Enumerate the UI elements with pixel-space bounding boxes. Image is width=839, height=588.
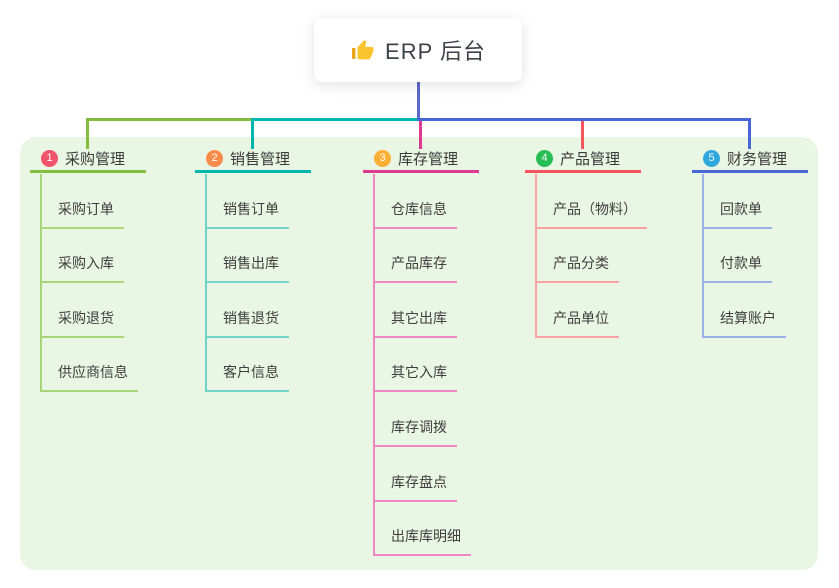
sub-item-label: 付款单: [720, 255, 762, 272]
sub-item[interactable]: 产品单位: [537, 283, 619, 338]
branch-5: 5 财务管理 回款单付款单结算账户: [692, 118, 839, 338]
sub-item-label: 销售出库: [223, 255, 279, 272]
branch-children: 销售订单销售出库销售退货客户信息: [205, 174, 289, 393]
sub-item[interactable]: 仓库信息: [375, 174, 457, 229]
sub-item[interactable]: 结算账户: [704, 283, 786, 338]
sub-item-label: 出库库明细: [391, 528, 461, 545]
sub-item[interactable]: 其它入库: [375, 338, 457, 393]
bus-mid: [251, 118, 419, 121]
branch-drop-line: [748, 118, 751, 149]
branch-title[interactable]: 2 销售管理: [195, 146, 311, 173]
bus-left: [86, 118, 253, 121]
sub-item-label: 采购入库: [58, 255, 114, 272]
sub-item-label: 产品分类: [553, 255, 609, 272]
sub-item-label: 仓库信息: [391, 200, 447, 217]
branch-children: 仓库信息产品库存其它出库其它入库库存调拨库存盘点出库库明细: [373, 174, 471, 557]
sub-item[interactable]: 产品库存: [375, 229, 457, 284]
branch-label: 库存管理: [398, 150, 459, 168]
root-node[interactable]: ERP 后台: [314, 18, 522, 82]
trunk-line: [417, 82, 420, 120]
sub-item-label: 采购退货: [58, 309, 114, 326]
sub-item[interactable]: 产品（物料）: [537, 174, 647, 229]
sub-item[interactable]: 采购订单: [42, 174, 124, 229]
sub-item-label: 销售退货: [223, 309, 279, 326]
branch-title[interactable]: 1 采购管理: [30, 146, 146, 173]
sub-item[interactable]: 付款单: [704, 229, 772, 284]
branch-children: 采购订单采购入库采购退货供应商信息: [40, 174, 138, 393]
branch-title[interactable]: 3 库存管理: [363, 146, 479, 173]
branch-children: 产品（物料） 产品分类产品单位: [535, 174, 647, 338]
branch-label: 采购管理: [65, 150, 126, 168]
branch-3: 3 库存管理 仓库信息产品库存其它出库其它入库库存调拨库存盘点出库库明细: [363, 118, 513, 557]
branch-title[interactable]: 5 财务管理: [692, 146, 808, 173]
sub-item[interactable]: 供应商信息: [42, 338, 138, 393]
branch-label: 财务管理: [727, 150, 788, 168]
sub-item-label: 库存盘点: [391, 473, 447, 490]
branch-number-badge: 5: [703, 149, 720, 167]
sub-item[interactable]: 库存调拨: [375, 392, 457, 447]
sub-item[interactable]: 采购退货: [42, 283, 124, 338]
branch-label: 产品管理: [560, 150, 621, 168]
sub-item-label: 库存调拨: [391, 418, 447, 435]
sub-item-label: 销售订单: [223, 200, 279, 217]
sub-item-label: 其它入库: [391, 364, 447, 381]
panel: 1 采购管理 采购订单采购入库采购退货供应商信息 2 销售管理 销售订单销售出库…: [20, 118, 818, 570]
sub-item[interactable]: 出库库明细: [375, 502, 471, 557]
sub-item-label: 其它出库: [391, 309, 447, 326]
branch-drop-line: [419, 118, 422, 149]
sub-item[interactable]: 销售退货: [207, 283, 289, 338]
branch-drop-line: [581, 118, 584, 149]
sub-item-label: 供应商信息: [58, 364, 128, 381]
sub-item[interactable]: 客户信息: [207, 338, 289, 393]
sub-item[interactable]: 销售出库: [207, 229, 289, 284]
branch-number-badge: 3: [374, 149, 391, 167]
branch-1: 1 采购管理 采购订单采购入库采购退货供应商信息: [30, 118, 180, 393]
sub-item[interactable]: 采购入库: [42, 229, 124, 284]
sub-item-label: 产品库存: [391, 255, 447, 272]
branch-label: 销售管理: [230, 150, 291, 168]
sub-item-label: 客户信息: [223, 364, 279, 381]
sub-item-label: 回款单: [720, 200, 762, 217]
branch-2: 2 销售管理 销售订单销售出库销售退货客户信息: [195, 118, 345, 393]
sub-item[interactable]: 库存盘点: [375, 447, 457, 502]
sub-item[interactable]: 销售订单: [207, 174, 289, 229]
branch-drop-line: [251, 118, 254, 149]
sub-item-label: 采购订单: [58, 200, 114, 217]
branch-number-badge: 2: [206, 149, 223, 167]
branch-4: 4 产品管理 产品（物料） 产品分类产品单位: [525, 118, 675, 338]
sub-item-label: 产品单位: [553, 309, 609, 326]
root-label: ERP 后台: [385, 39, 486, 64]
sub-item[interactable]: 其它出库: [375, 283, 457, 338]
branch-title[interactable]: 4 产品管理: [525, 146, 641, 173]
thumbs-up-icon: [350, 38, 375, 63]
branch-drop-line: [86, 118, 89, 149]
branch-children: 回款单付款单结算账户: [702, 174, 786, 338]
branch-number-badge: 1: [41, 149, 58, 167]
sub-item-label: 结算账户: [720, 309, 776, 326]
sub-item[interactable]: 回款单: [704, 174, 772, 229]
bus-right: [417, 118, 751, 121]
sub-item-label: 产品（物料）: [553, 200, 637, 217]
sub-item[interactable]: 产品分类: [537, 229, 619, 284]
branch-number-badge: 4: [536, 149, 553, 167]
